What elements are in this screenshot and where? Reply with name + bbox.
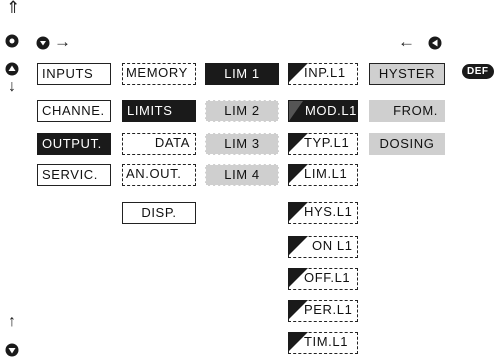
param-inp-l1[interactable]: INP.L1 xyxy=(288,63,358,85)
left-arrow-icon: ← xyxy=(398,32,415,51)
param-tim-l1[interactable]: TIM.L1 xyxy=(288,332,358,354)
param-off-l1[interactable]: OFF.L1 xyxy=(288,268,358,290)
param-lim-l1[interactable]: LIM.L1 xyxy=(288,164,358,186)
menu-item-lim-2[interactable]: LIM 2 xyxy=(205,100,279,122)
menu-item-inputs[interactable]: INPUTS xyxy=(37,63,111,85)
param-hys-l1[interactable]: HYS.L1 xyxy=(288,202,358,224)
enter-button-icon xyxy=(5,34,19,48)
menu-item-output[interactable]: OUTPUT. xyxy=(37,133,111,155)
right-button-icon xyxy=(36,36,50,50)
value-hyster[interactable]: HYSTER xyxy=(369,63,445,85)
up-button-icon xyxy=(5,62,19,76)
param-on-l1[interactable]: ON L1 xyxy=(288,236,358,258)
down-arrow-icon: ↓ xyxy=(8,78,16,95)
menu-item-memory[interactable]: MEMORY xyxy=(122,63,196,85)
right-arrow-icon: → xyxy=(54,32,71,51)
up-arrow-icon: ↑ xyxy=(8,313,16,330)
param-mod-l1[interactable]: MOD.L1 xyxy=(288,100,358,122)
menu-item-an-out[interactable]: AN.OUT. xyxy=(122,164,196,186)
menu-item-channels[interactable]: CHANNE. xyxy=(37,100,111,122)
down-button-icon xyxy=(5,343,19,357)
menu-item-lim-1[interactable]: LIM 1 xyxy=(205,63,279,85)
def-button: DEF xyxy=(462,64,494,79)
param-typ-l1[interactable]: TYP.L1 xyxy=(288,133,358,155)
double-up-arrow-icon: ⇑ xyxy=(6,0,21,17)
menu-item-disp[interactable]: DISP. xyxy=(122,202,196,224)
menu-item-limits[interactable]: LIMITS xyxy=(122,100,196,122)
menu-item-service[interactable]: SERVIC. xyxy=(37,164,111,186)
param-per-l1[interactable]: PER.L1 xyxy=(288,300,358,322)
value-from[interactable]: FROM. xyxy=(369,100,445,122)
menu-item-data[interactable]: DATA xyxy=(122,133,196,155)
menu-item-lim-3[interactable]: LIM 3 xyxy=(205,133,279,155)
left-button-icon xyxy=(428,36,442,50)
menu-item-lim-4[interactable]: LIM 4 xyxy=(205,164,279,186)
value-dosing[interactable]: DOSING xyxy=(369,133,445,155)
